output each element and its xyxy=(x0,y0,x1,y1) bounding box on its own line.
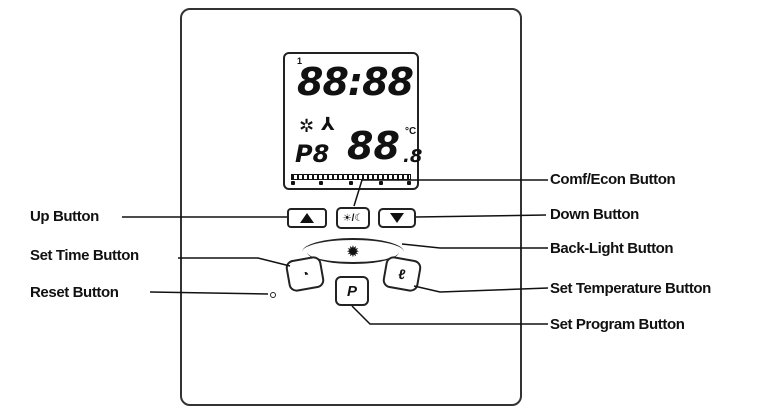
up-button[interactable] xyxy=(287,208,327,228)
temperature-unit: °C xyxy=(405,126,417,137)
schedule-bar xyxy=(291,174,411,180)
label-set-temperature-button: Set Temperature Button xyxy=(550,280,711,297)
leader-set-time xyxy=(178,257,291,267)
leader-comf-econ xyxy=(353,179,548,207)
leader-back-light xyxy=(401,243,548,249)
lcd-display: 1 88:88 ✲ ⅄ P8 88 .8 °C xyxy=(283,52,423,190)
leader-down xyxy=(415,214,547,218)
label-reset-button: Reset Button xyxy=(30,284,119,301)
label-down-button: Down Button xyxy=(550,206,639,223)
temperature-readout: 88 xyxy=(347,124,400,168)
temperature-decimal: .8 xyxy=(403,146,423,167)
down-button[interactable] xyxy=(378,208,416,228)
label-back-light-button: Back-Light Button xyxy=(550,240,674,257)
schedule-ticks xyxy=(291,181,411,189)
up-arrow-icon xyxy=(300,213,314,223)
label-comf-econ-button: Comf/Econ Button xyxy=(550,171,676,188)
comf-econ-button[interactable]: ☀/☾ xyxy=(336,207,370,229)
label-set-program-button: Set Program Button xyxy=(550,316,685,333)
label-up-button: Up Button xyxy=(30,208,99,225)
leader-reset xyxy=(149,291,269,295)
leader-set-temperature xyxy=(413,285,549,293)
fan-icon: ⅄ xyxy=(321,114,335,134)
label-set-time-button: Set Time Button xyxy=(30,247,139,264)
comf-econ-icon: ☀/☾ xyxy=(342,212,364,224)
set-program-button[interactable]: P xyxy=(335,276,369,306)
leader-set-program xyxy=(351,305,548,325)
program-icon: P xyxy=(346,282,357,300)
reset-button[interactable] xyxy=(270,292,276,298)
program-index: 1 xyxy=(297,56,303,66)
back-light-button-edge xyxy=(307,250,399,264)
sun-icon: ✲ xyxy=(299,116,315,136)
down-arrow-icon xyxy=(390,213,404,223)
time-readout: 88:88 xyxy=(297,60,414,104)
program-readout: P8 xyxy=(295,140,330,168)
